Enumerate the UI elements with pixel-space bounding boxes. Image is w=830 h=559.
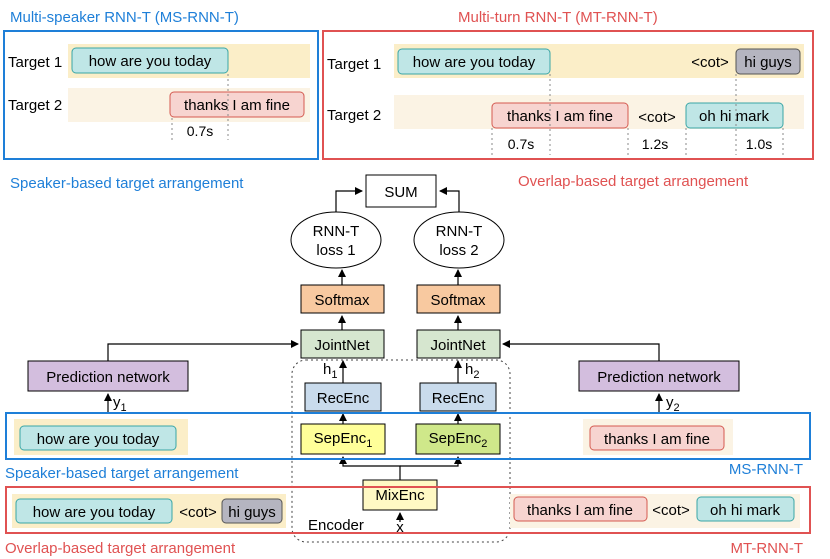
mt-target2-label: Target 2 [327,107,381,124]
arrow-pred-right-to-joint2 [502,340,660,361]
mixenc-label: MixEnc [375,487,425,504]
ms-target2-label: Target 2 [8,97,62,114]
ms-panel-title: Multi-speaker RNN-T (MS-RNN-T) [10,9,239,26]
mt-bottom-right-text: thanks I am fine [527,502,633,519]
mt-bottom-left-text2: hi guys [228,504,276,521]
mt-target1-chip [397,48,551,75]
mt-bottom-right-chip2 [696,496,795,522]
ms-bottom-right-chip [589,425,725,451]
sum-label: SUM [384,184,417,201]
mt-target1-chip2 [735,48,801,75]
mt-bottom-label: Overlap-based target arrangement [5,540,236,557]
loss2-line2: loss 2 [439,242,478,259]
ms-target1-text: how are you today [89,53,212,70]
loss1-ellipse [290,211,382,269]
y1-label: y1 [113,394,127,414]
prediction-right-label: Prediction network [597,369,721,386]
prediction-network-left [27,360,189,392]
recenc2-label: RecEnc [432,390,485,407]
arrow-loss1-to-sum [335,187,363,212]
h1-label: h1 [323,361,337,381]
sepenc1-box [300,423,386,455]
mt-gap-label-3: 1.0s [746,136,772,152]
mt-bottom-right-chip [513,496,648,522]
mt-bottom-left-chip2 [221,498,283,524]
mt-bottom-left-text: how are you today [33,504,156,521]
encoder-label: Encoder [308,517,364,534]
mt-panel-title: Multi-turn RNN-T (MT-RNN-T) [458,9,658,26]
ms-panel-caption: Speaker-based target arrangement [10,175,244,192]
prediction-network-right [578,360,740,392]
mt-gap-label-2: 1.2s [642,136,668,152]
x-input-label: x [396,519,404,536]
mt-target1-label: Target 1 [327,56,381,73]
mt-bottom-left-chip [15,498,173,524]
sepenc2-label: SepEnc2 [429,430,488,450]
arrow-pred-left-to-joint1 [107,340,299,361]
h2-label: h2 [465,361,479,381]
ms-target1-chip [71,47,229,74]
mt-bottom-left-cot: <cot> [179,504,217,521]
ms-target2-chip [169,91,305,118]
jointnet1-label: JointNet [314,337,370,354]
loss1-line1: RNN-T [313,223,360,240]
ms-target1-label: Target 1 [8,54,62,71]
sum-box [365,174,437,208]
softmax1-box [300,284,385,314]
y2-label: y2 [666,394,680,414]
ms-bottom-frame [5,412,811,460]
softmax2-label: Softmax [430,292,486,309]
mixenc-box [362,479,438,511]
mt-bottom-right-cot: <cot> [652,502,690,519]
prediction-left-label: Prediction network [46,369,170,386]
arrow-mix-to-sep1 [339,456,401,480]
loss2-ellipse [413,211,505,269]
ms-bottom-left-chip [19,425,177,451]
ms-bottom-right-text: thanks I am fine [604,431,710,448]
loss2-line1: RNN-T [436,223,483,240]
ms-target2-text: thanks I am fine [184,97,290,114]
mt-target1-text2: hi guys [744,54,792,71]
ms-bottom-left-text: how are you today [37,431,160,448]
jointnet1-box [300,329,385,359]
encoder-region [291,359,511,543]
mt-target2-text: thanks I am fine [507,108,613,125]
mt-bottom-frame [5,486,811,534]
ms-bottom-tag: MS-RNN-T [729,461,803,478]
jointnet2-box [416,329,501,359]
mt-target1-cot: <cot> [691,54,729,71]
ms-gap-label: 0.7s [187,123,213,139]
loss1-line2: loss 1 [316,242,355,259]
recenc1-box [304,382,382,412]
arrow-loss2-to-sum [439,187,460,212]
mt-gap-label-1: 0.7s [508,136,534,152]
sepenc1-label: SepEnc1 [314,430,373,450]
mt-target2-cot: <cot> [638,109,676,126]
sepenc2-box [415,423,501,455]
jointnet2-label: JointNet [430,337,486,354]
mt-target2-chip [491,102,629,129]
ms-bottom-label: Speaker-based target arrangement [5,465,239,482]
mt-target1-text: how are you today [413,54,536,71]
mt-target2-text2: oh hi mark [699,108,770,125]
softmax1-label: Softmax [314,292,370,309]
mt-target2-chip2 [685,102,784,129]
ms-panel-frame [3,30,319,160]
mt-panel-frame [322,30,814,160]
mt-bottom-right-text2: oh hi mark [710,502,781,519]
mt-bottom-tag: MT-RNN-T [731,540,803,557]
recenc1-label: RecEnc [317,390,370,407]
mt-panel-caption: Overlap-based target arrangement [518,173,749,190]
